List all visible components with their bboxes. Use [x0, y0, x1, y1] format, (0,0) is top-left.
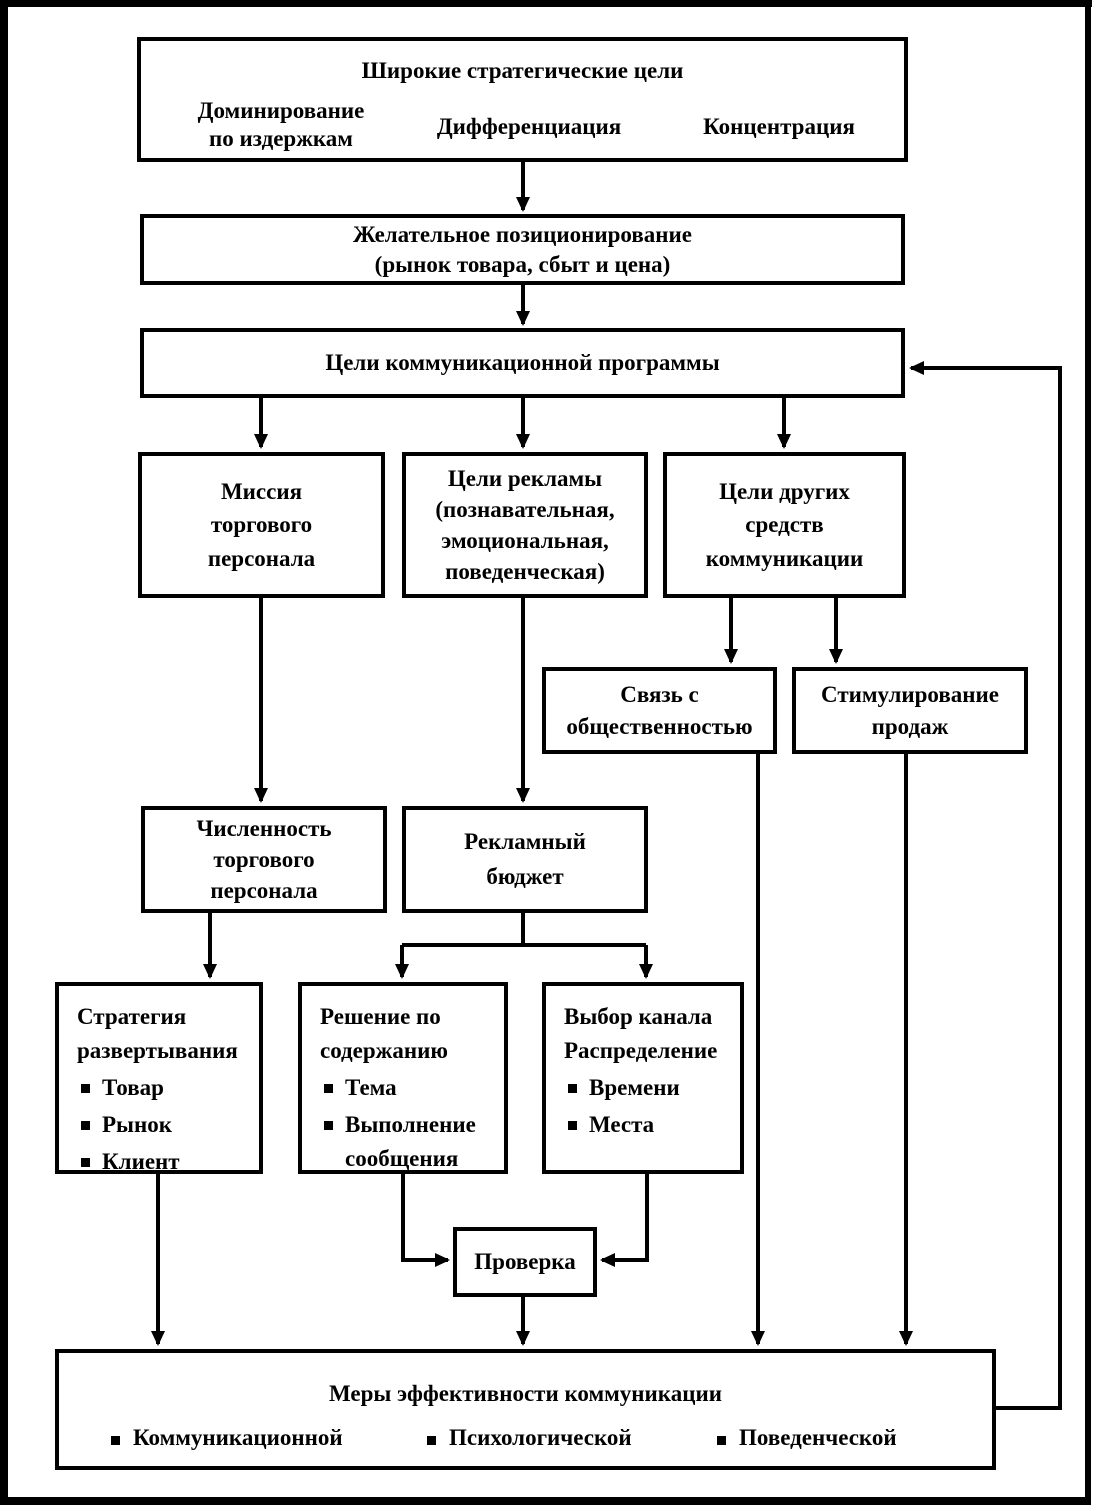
- strategic-goals-title: Широкие стратегические цели: [361, 58, 684, 83]
- page-frame-right: [1085, 4, 1091, 1505]
- box-deployment-strategy: Стратегия развертывания Товар Рынок Клие…: [55, 982, 263, 1174]
- arrow-contentdecision-to-check: [401, 1174, 450, 1267]
- deployment-title-line2: развертывания: [77, 1038, 238, 1063]
- salesforce-size-line1: Численность: [196, 815, 332, 841]
- mission-line2: торгового: [210, 512, 313, 538]
- ad-budget-line2: бюджет: [486, 863, 564, 889]
- bullet-square-icon: [111, 1436, 120, 1445]
- ad-budget-line1: Рекламный: [464, 829, 586, 854]
- bullet-square-icon: [324, 1121, 333, 1130]
- bullet-square-icon: [568, 1121, 577, 1130]
- pr-line2: общественностью: [566, 713, 753, 739]
- box-strategic-goals: Широкие стратегические цели Доминировани…: [137, 37, 908, 162]
- arrow-feedback-to-commprogram: [909, 361, 1062, 1410]
- content-decision-title-line1: Решение по: [320, 1004, 441, 1029]
- other-means-line3: коммуникации: [705, 545, 864, 571]
- channel-bullet-place: Места: [564, 1108, 734, 1142]
- promo-line2: продаж: [871, 713, 949, 739]
- content-bullet-theme-label: Тема: [345, 1075, 397, 1100]
- channel-title-line2: Распределение: [564, 1038, 718, 1063]
- ad-goals-line1: Цели рекламы: [447, 465, 603, 491]
- effectiveness-title: Меры эффективности коммуникации: [329, 1381, 722, 1406]
- box-public-relations: Связь с общественностью: [542, 667, 777, 754]
- bullet-square-icon: [81, 1121, 90, 1130]
- box-communication-program-goals: Цели коммуникационной программы: [140, 328, 905, 398]
- strategic-option-cost-dominance-line2: по издержкам: [209, 125, 353, 151]
- content-decision-title-line2: содержанию: [320, 1038, 448, 1063]
- channel-bullet-time-label: Времени: [589, 1075, 680, 1100]
- box-advertising-goals: Цели рекламы (познавательная, эмоциональ…: [402, 452, 648, 598]
- channel-bullet-place-label: Места: [589, 1112, 655, 1137]
- salesforce-size-line3: персонала: [210, 878, 318, 904]
- effectiveness-bullet-psychological-label: Психологической: [449, 1425, 632, 1450]
- content-bullet-execution-line1: Выполнение: [345, 1112, 476, 1137]
- effectiveness-bullet-behavioral: Поведенческой: [717, 1421, 897, 1454]
- deployment-bullet-client-label: Клиент: [102, 1149, 180, 1174]
- deployment-title-line1: Стратегия: [77, 1004, 187, 1029]
- positioning-line2: (рынок товара, сбыт и цена): [374, 251, 671, 277]
- box-salesforce-mission: Миссия торгового персонала: [138, 452, 385, 598]
- effectiveness-bullet-communication: Коммуникационной: [111, 1421, 343, 1454]
- box-desired-positioning: Желательное позиционирование (рынок това…: [140, 214, 905, 285]
- pr-line1: Связь с: [620, 682, 699, 708]
- box-communication-effectiveness: Меры эффективности коммуникации Коммуник…: [55, 1349, 996, 1470]
- content-bullet-execution: Выполнение сообщения: [320, 1108, 498, 1176]
- strategic-option-concentration: Концентрация: [703, 114, 855, 139]
- bullet-square-icon: [324, 1084, 333, 1093]
- box-content-decision: Решение по содержанию Тема Выполнение со…: [298, 982, 508, 1174]
- bullet-square-icon: [81, 1084, 90, 1093]
- channel-title-line1: Выбор канала: [564, 1004, 713, 1029]
- box-advertising-budget: Рекламный бюджет: [402, 806, 648, 913]
- page-frame-left: [0, 0, 8, 1505]
- deployment-bullet-product-label: Товар: [102, 1075, 164, 1100]
- mission-line3: персонала: [207, 545, 316, 571]
- communication-program-goals-label: Цели коммуникационной программы: [325, 350, 720, 376]
- box-other-means-goals: Цели других средств коммуникации: [663, 452, 906, 598]
- deployment-bullet-client: Клиент: [77, 1145, 253, 1179]
- ad-goals-line4: поведенческая): [445, 559, 605, 585]
- content-bullet-theme: Тема: [320, 1071, 498, 1105]
- bullet-square-icon: [568, 1084, 577, 1093]
- ad-goals-line3: эмоциональная,: [441, 528, 609, 553]
- box-check: Проверка: [453, 1227, 597, 1297]
- bullet-square-icon: [717, 1436, 726, 1445]
- effectiveness-bullet-psychological: Психологической: [427, 1421, 632, 1454]
- ad-goals-line2: (познавательная,: [435, 496, 615, 522]
- bullet-square-icon: [81, 1158, 90, 1167]
- other-means-line1: Цели других: [719, 478, 850, 504]
- deployment-bullet-market-label: Рынок: [102, 1112, 173, 1137]
- page-frame-bottom: [0, 1497, 1091, 1505]
- other-means-line2: средств: [745, 512, 824, 538]
- channel-bullet-time: Времени: [564, 1071, 734, 1105]
- box-salesforce-size: Численность торгового персонала: [141, 806, 387, 913]
- promo-line1: Стимулирование: [821, 682, 999, 708]
- content-bullet-execution-line2: сообщения: [345, 1146, 459, 1171]
- page-frame-top: [0, 0, 1092, 7]
- box-channel-choice: Выбор канала Распределение Времени Места: [542, 982, 744, 1174]
- salesforce-size-line2: торгового: [213, 846, 315, 872]
- arrow-channelchoice-to-check: [600, 1174, 649, 1267]
- check-label: Проверка: [474, 1249, 576, 1275]
- effectiveness-bullet-communication-label: Коммуникационной: [133, 1425, 343, 1450]
- strategic-option-differentiation: Дифференциация: [436, 114, 622, 139]
- deployment-bullet-product: Товар: [77, 1071, 253, 1105]
- bullet-square-icon: [427, 1436, 436, 1445]
- box-sales-promotion: Стимулирование продаж: [792, 667, 1028, 754]
- positioning-line1: Желательное позиционирование: [353, 221, 692, 247]
- effectiveness-bullet-behavioral-label: Поведенческой: [739, 1425, 897, 1450]
- mission-line1: Миссия: [220, 478, 303, 504]
- strategic-option-cost-dominance-line1: Доминирование: [197, 98, 365, 123]
- deployment-bullet-market: Рынок: [77, 1108, 253, 1142]
